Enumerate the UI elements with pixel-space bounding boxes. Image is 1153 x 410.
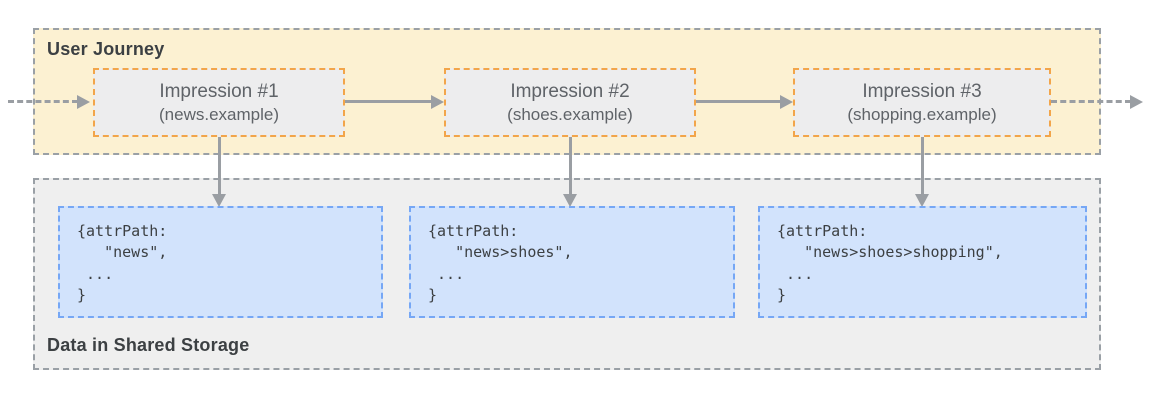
arrow-impression-2-to-3-line bbox=[696, 100, 782, 103]
storage-entry-3-box: {attrPath: "news>shoes>shopping", ... } bbox=[758, 206, 1087, 318]
arrow-impression-1-to-2-head-icon bbox=[431, 95, 444, 109]
exit-arrow-line bbox=[1051, 100, 1131, 103]
arrow-impression-2-to-storage-line bbox=[569, 137, 572, 195]
impression-2-title: Impression #2 bbox=[510, 81, 630, 102]
arrow-impression-2-to-storage-head-icon bbox=[563, 194, 577, 207]
entry-arrow-head-icon bbox=[77, 95, 90, 109]
arrow-impression-1-to-storage-line bbox=[218, 137, 221, 195]
storage-entry-1-code: {attrPath: "news", ... } bbox=[77, 222, 168, 304]
impression-1-title: Impression #1 bbox=[159, 81, 279, 102]
impression-3-box: Impression #3 (shopping.example) bbox=[793, 68, 1051, 137]
arrow-impression-1-to-2-line bbox=[345, 100, 433, 103]
entry-arrow-line bbox=[8, 100, 78, 103]
arrow-impression-3-to-storage-head-icon bbox=[915, 194, 929, 207]
storage-entry-3-code: {attrPath: "news>shoes>shopping", ... } bbox=[777, 222, 1003, 304]
exit-arrow-head-icon bbox=[1130, 95, 1143, 109]
impression-3-title: Impression #3 bbox=[862, 81, 982, 102]
storage-entry-2-code: {attrPath: "news>shoes", ... } bbox=[428, 222, 573, 304]
arrow-impression-1-to-storage-head-icon bbox=[212, 194, 226, 207]
impression-2-subtitle: (shoes.example) bbox=[507, 104, 633, 124]
shared-storage-label: Data in Shared Storage bbox=[47, 335, 250, 355]
impression-1-box: Impression #1 (news.example) bbox=[93, 68, 345, 137]
arrow-impression-2-to-3-head-icon bbox=[780, 95, 793, 109]
storage-entry-1-box: {attrPath: "news", ... } bbox=[58, 206, 383, 318]
storage-entry-2-box: {attrPath: "news>shoes", ... } bbox=[409, 206, 735, 318]
impression-2-box: Impression #2 (shoes.example) bbox=[444, 68, 696, 137]
arrow-impression-3-to-storage-line bbox=[921, 137, 924, 195]
impression-1-subtitle: (news.example) bbox=[159, 104, 279, 124]
impression-3-subtitle: (shopping.example) bbox=[847, 104, 997, 124]
user-journey-label: User Journey bbox=[47, 39, 165, 59]
